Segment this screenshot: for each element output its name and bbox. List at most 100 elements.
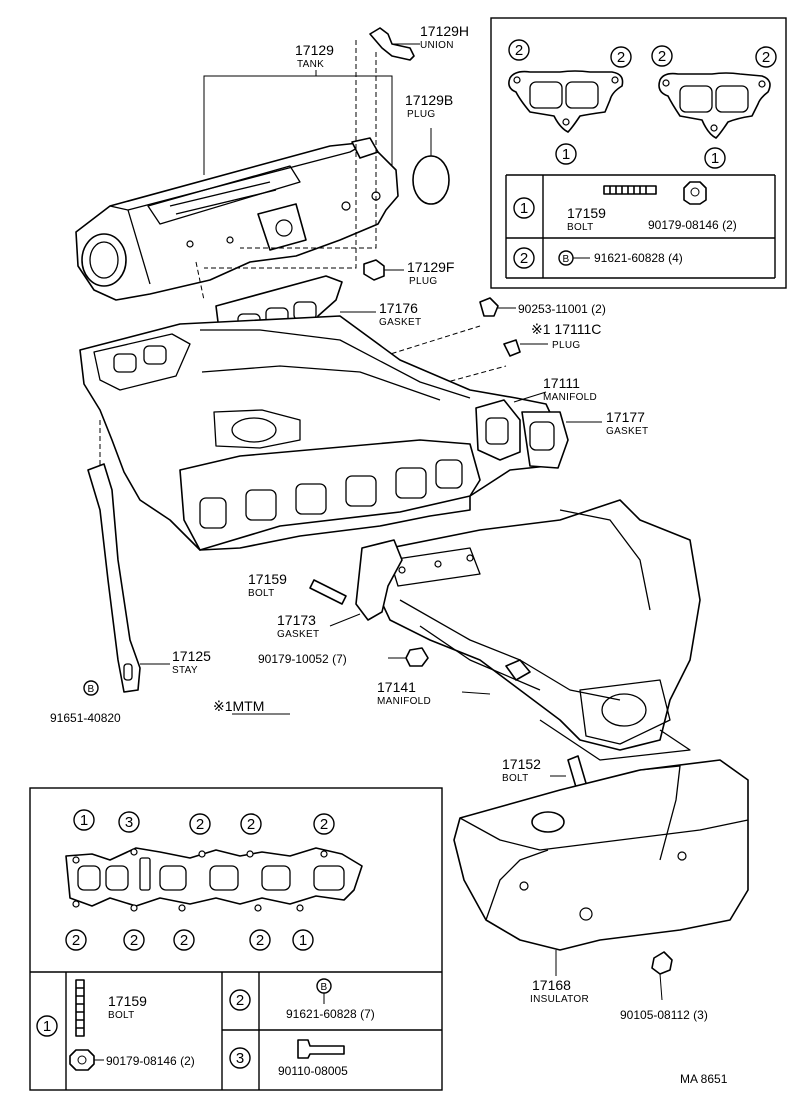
svg-text:1: 1 bbox=[299, 932, 307, 949]
svg-text:2: 2 bbox=[762, 49, 770, 66]
intake-manifold: 17111 MANIFOLD bbox=[79, 315, 597, 551]
svg-text:PLUG: PLUG bbox=[407, 109, 435, 120]
svg-text:3: 3 bbox=[236, 1050, 244, 1067]
circle-label: 2 bbox=[123, 929, 145, 951]
nut-part: 90179-10052 (7) bbox=[258, 647, 429, 667]
svg-text:17177: 17177 bbox=[606, 409, 645, 425]
svg-text:MANIFOLD: MANIFOLD bbox=[543, 392, 597, 403]
plug-part: ※1 17111C PLUG bbox=[503, 321, 601, 357]
svg-text:GASKET: GASKET bbox=[379, 317, 421, 328]
svg-text:2: 2 bbox=[520, 250, 528, 267]
svg-text:BOLT: BOLT bbox=[248, 588, 275, 599]
svg-text:17129F: 17129F bbox=[407, 259, 454, 275]
svg-text:STAY: STAY bbox=[172, 665, 198, 676]
circle-label: 1 bbox=[292, 929, 314, 951]
heat-insulator: 17168 INSULATOR bbox=[453, 759, 749, 1005]
gasket-legend-box-top: 2 2 2 2 1 1 1 17159 BOLT 90179-08146 (2)… bbox=[490, 17, 787, 289]
svg-text:17159: 17159 bbox=[248, 571, 287, 587]
circle-label: 1 bbox=[704, 147, 726, 169]
svg-text:17159: 17159 bbox=[567, 205, 606, 221]
svg-text:TANK: TANK bbox=[297, 59, 324, 70]
svg-text:1: 1 bbox=[80, 812, 88, 829]
svg-text:2: 2 bbox=[247, 816, 255, 833]
svg-text:2: 2 bbox=[196, 816, 204, 833]
svg-text:2: 2 bbox=[658, 48, 666, 65]
legend-row-2: 2 B 91621-60828 (7) bbox=[229, 978, 375, 1021]
circle-label: 2 bbox=[651, 45, 673, 67]
exhaust-manifold: 17141 MANIFOLD bbox=[375, 499, 701, 761]
svg-text:17173: 17173 bbox=[277, 612, 316, 628]
svg-text:17125: 17125 bbox=[172, 648, 211, 664]
circle-label: 1 bbox=[555, 143, 577, 165]
circle-label: 1 bbox=[73, 809, 95, 831]
svg-text:PLUG: PLUG bbox=[552, 340, 580, 351]
svg-text:PLUG: PLUG bbox=[409, 276, 437, 287]
bolt-part: 17159 BOLT bbox=[248, 571, 347, 605]
circle-label: 2 bbox=[189, 813, 211, 835]
svg-text:91621-60828 (7): 91621-60828 (7) bbox=[286, 1007, 375, 1021]
svg-text:GASKET: GASKET bbox=[277, 629, 319, 640]
circle-label: 2 bbox=[240, 813, 262, 835]
svg-text:BOLT: BOLT bbox=[567, 222, 594, 233]
circle-label: 2 bbox=[755, 46, 777, 68]
svg-text:1: 1 bbox=[711, 150, 719, 167]
circle-label: 2 bbox=[173, 929, 195, 951]
svg-text:17129: 17129 bbox=[295, 42, 334, 58]
circle-label: 2 bbox=[610, 46, 632, 68]
gasket-icon bbox=[65, 847, 363, 907]
svg-text:※1 17111C: ※1 17111C bbox=[531, 321, 601, 337]
svg-text:17129B: 17129B bbox=[405, 92, 453, 108]
svg-text:17141: 17141 bbox=[377, 679, 416, 695]
svg-text:90179-10052 (7): 90179-10052 (7) bbox=[258, 652, 347, 666]
svg-text:2: 2 bbox=[72, 932, 80, 949]
diagram-code: MA 8651 bbox=[680, 1072, 728, 1086]
svg-text:90110-08005: 90110-08005 bbox=[278, 1064, 348, 1078]
svg-text:2: 2 bbox=[515, 42, 523, 59]
fitting-part: 90253-11001 (2) bbox=[479, 297, 606, 317]
svg-text:MANIFOLD: MANIFOLD bbox=[377, 696, 431, 707]
svg-text:B: B bbox=[88, 684, 95, 695]
svg-text:2: 2 bbox=[320, 816, 328, 833]
union-part: 17129H UNION bbox=[369, 23, 469, 61]
bolt-part: 90105-08112 (3) bbox=[620, 951, 708, 1022]
svg-text:17159: 17159 bbox=[108, 993, 147, 1009]
svg-text:90179-08146 (2): 90179-08146 (2) bbox=[106, 1054, 195, 1068]
bolt-icon bbox=[297, 1039, 345, 1059]
gasket-legend-box-bottom: 1 3 2 2 2 2 2 2 2 1 1 17159 BOLT 90179-0… bbox=[29, 787, 443, 1091]
svg-text:BOLT: BOLT bbox=[502, 773, 529, 784]
svg-text:90179-08146 (2): 90179-08146 (2) bbox=[648, 218, 737, 232]
svg-text:2: 2 bbox=[236, 992, 244, 1009]
legend-row-2: 2 B 91621-60828 (4) bbox=[513, 247, 683, 269]
bolt-icon bbox=[603, 185, 657, 195]
nut-icon bbox=[683, 181, 707, 205]
svg-text:2: 2 bbox=[130, 932, 138, 949]
svg-text:17111: 17111 bbox=[543, 375, 580, 391]
svg-text:17129H: 17129H bbox=[420, 23, 469, 39]
svg-text:90253-11001 (2): 90253-11001 (2) bbox=[518, 302, 606, 316]
circle-label: 2 bbox=[313, 813, 335, 835]
svg-text:BOLT: BOLT bbox=[108, 1010, 135, 1021]
nut-icon bbox=[69, 1049, 95, 1071]
svg-text:2: 2 bbox=[617, 49, 625, 66]
circle-label: 3 bbox=[118, 811, 140, 833]
svg-text:B: B bbox=[321, 982, 328, 993]
svg-text:UNION: UNION bbox=[420, 40, 454, 51]
bolt-part: B 91651-40820 bbox=[50, 680, 121, 725]
svg-text:17152: 17152 bbox=[502, 756, 541, 772]
gasket-part: 17173 GASKET bbox=[277, 539, 403, 640]
svg-text:17176: 17176 bbox=[379, 300, 418, 316]
svg-text:90105-08112 (3): 90105-08112 (3) bbox=[620, 1008, 708, 1022]
svg-text:91621-60828 (4): 91621-60828 (4) bbox=[594, 251, 683, 265]
circle-label: 2 bbox=[65, 929, 87, 951]
legend-row-1: 1 17159 BOLT 90179-08146 (2) bbox=[36, 979, 195, 1071]
mtm-note: ※1MTM bbox=[213, 698, 264, 714]
svg-text:INSULATOR: INSULATOR bbox=[530, 994, 589, 1005]
stay-part: 17125 STAY bbox=[87, 420, 211, 693]
surge-tank bbox=[75, 137, 399, 301]
svg-text:2: 2 bbox=[256, 932, 264, 949]
svg-text:1: 1 bbox=[43, 1018, 51, 1035]
gasket-part: 17177 GASKET bbox=[566, 409, 648, 437]
svg-text:17168: 17168 bbox=[532, 977, 571, 993]
svg-text:3: 3 bbox=[125, 814, 133, 831]
